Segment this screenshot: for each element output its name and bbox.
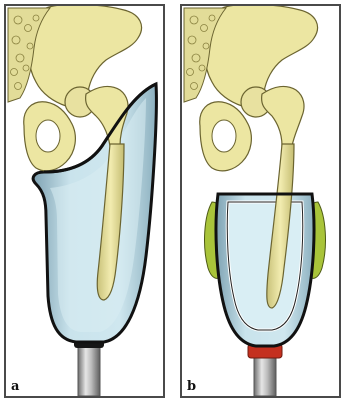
- panel-a-ischial-containment-socket: a: [4, 4, 165, 398]
- panel-b-subischial-socket: b: [180, 4, 341, 398]
- pylon-tube: [254, 356, 276, 396]
- obturator-foramen: [36, 120, 60, 152]
- socket-diagram-b: [182, 6, 339, 396]
- femoral-neck: [262, 87, 304, 146]
- obturator-foramen: [212, 120, 236, 152]
- socket-liner: [227, 202, 303, 330]
- socket-diagram-a: [6, 6, 163, 396]
- panel-label-a: a: [11, 379, 19, 394]
- pylon-tube: [78, 346, 100, 396]
- panel-label-b: b: [187, 379, 196, 394]
